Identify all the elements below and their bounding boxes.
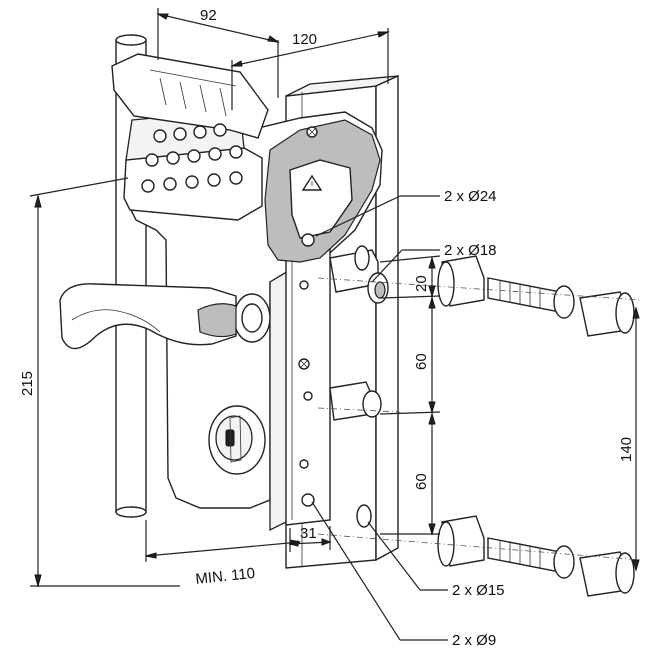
fixing-kit-lower (437, 515, 635, 597)
lever-handle (59, 283, 271, 350)
post-holes (354, 245, 372, 528)
dimension-label-60-lower: 60 (413, 473, 430, 490)
callout-label-24: 2 x Ø24 (444, 188, 497, 205)
callout-9: 2 x Ø9 (311, 501, 496, 649)
screw-icon (299, 459, 309, 469)
dimension-92: 92 (156, 7, 280, 98)
screw-icon (301, 493, 315, 507)
key-cylinder (208, 405, 266, 475)
callout-label-15: 2 x Ø15 (452, 582, 505, 599)
keypad-lid (111, 53, 269, 139)
dimension-label-92: 92 (200, 7, 217, 24)
callout-label-18: 2 x Ø18 (444, 242, 497, 259)
code-keypad (111, 53, 269, 221)
dimension-120: 120 (230, 28, 390, 110)
dimension-label-20: 20 (413, 275, 430, 292)
fixing-kit-upper (437, 255, 635, 337)
callout-18: 2 x Ø18 (371, 242, 497, 283)
dimension-min-110: MIN. 110 (145, 520, 301, 588)
dimension-label-120: 120 (292, 31, 317, 48)
dimension-label-140: 140 (618, 437, 635, 462)
dimension-label-60-upper: 60 (413, 353, 430, 370)
dimension-label-31: 31 (300, 525, 317, 542)
screw-icon (301, 233, 315, 247)
dimension-31: 31 (288, 525, 332, 552)
callout-label-9: 2 x Ø9 (452, 632, 496, 649)
dimension-label-215: 215 (19, 371, 36, 396)
dimension-vertical-spacing: 20 60 60 (379, 255, 441, 536)
callout-24: 2 x Ø24 (315, 188, 497, 237)
dimension-140: 140 (618, 306, 640, 572)
callout-15: 2 x Ø15 (367, 521, 505, 599)
dimension-215: 215 (19, 177, 180, 588)
keypad-buttons (141, 123, 243, 193)
screw-icon (299, 280, 309, 290)
dimension-label-min-110: MIN. 110 (195, 565, 256, 588)
screw-icon (303, 391, 313, 401)
